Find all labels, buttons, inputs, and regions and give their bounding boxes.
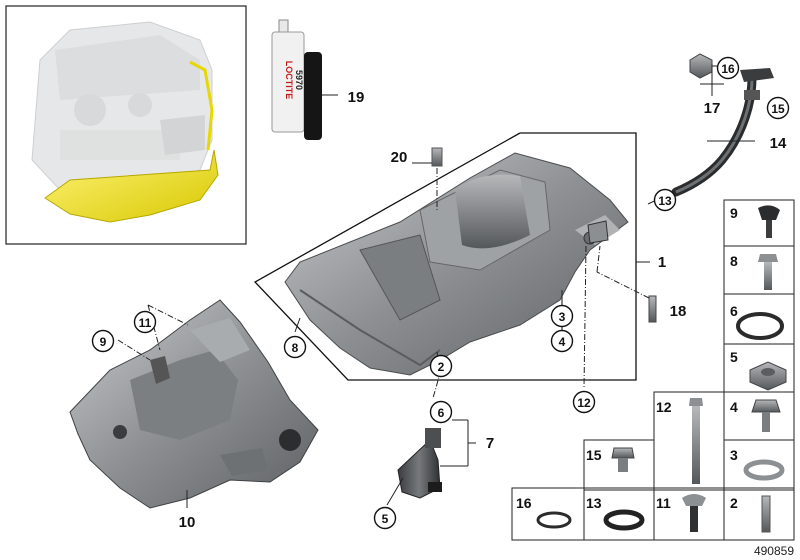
callout-circle xyxy=(283,335,307,359)
callout-1: 1 xyxy=(658,254,666,271)
drain-plug-icon xyxy=(611,447,635,472)
callout-number: 18 xyxy=(670,303,687,320)
callout-4: 4 xyxy=(550,329,574,353)
o-ring-16-icon xyxy=(536,511,572,529)
callout-number: 2 xyxy=(438,360,445,374)
oil-level-sensor xyxy=(397,428,442,499)
callout-number: 13 xyxy=(658,194,672,208)
callout-3: 3 xyxy=(550,304,574,328)
grid-label-2: 2 xyxy=(730,495,738,511)
callout-number: 15 xyxy=(771,102,785,116)
callout-circle xyxy=(550,329,574,353)
grid-label-9: 9 xyxy=(730,205,738,221)
push-rivet-icon xyxy=(758,205,780,238)
callout-circle xyxy=(429,354,453,378)
tube-brand-text: LOCTITE xyxy=(284,61,294,100)
callout-10: 10 xyxy=(179,514,196,531)
oil-pan xyxy=(284,149,629,376)
callout-2: 2 xyxy=(429,354,453,378)
grid-label-6: 6 xyxy=(730,303,738,319)
grid-label-15: 15 xyxy=(586,447,602,463)
grid-label-12: 12 xyxy=(656,399,672,415)
callout-19: 19 xyxy=(348,89,365,106)
grid-label-13: 13 xyxy=(586,495,602,511)
callout-number: 8 xyxy=(292,341,299,355)
oil-pan-frame xyxy=(253,132,637,381)
callout-number: 16 xyxy=(721,62,735,76)
callout-number: 3 xyxy=(559,310,566,324)
engine-block-ghost xyxy=(31,21,213,191)
hex-bolt-icon xyxy=(751,399,781,432)
grid-label-5: 5 xyxy=(730,349,738,365)
callout-11: 11 xyxy=(133,310,157,334)
callout-9: 9 xyxy=(91,329,115,353)
oil-pan-highlight xyxy=(44,60,219,223)
callout-circle xyxy=(133,310,157,334)
callout-circle xyxy=(373,506,397,530)
tube-code-text: 5970 xyxy=(294,70,304,90)
callout-number: 14 xyxy=(770,135,787,152)
callout-13: 13 xyxy=(653,188,677,212)
callout-number: 7 xyxy=(486,435,494,452)
callout-circle xyxy=(429,400,453,424)
stud-2-icon xyxy=(761,495,771,533)
callout-number: 12 xyxy=(577,396,591,410)
callout-7: 7 xyxy=(486,435,494,452)
grommet-13 xyxy=(587,220,609,244)
callout-5: 5 xyxy=(373,506,397,530)
underbody-shield xyxy=(69,299,319,509)
dipstick-cap xyxy=(689,53,713,79)
callout-number: 20 xyxy=(391,149,408,166)
callout-number: 19 xyxy=(348,89,365,106)
grid-label-16: 16 xyxy=(516,495,532,511)
callout-circle xyxy=(653,188,677,212)
sealant-tube: LOCTITE 5970 xyxy=(271,19,322,140)
callout-16: 16 xyxy=(716,56,740,80)
callout-6: 6 xyxy=(429,400,453,424)
callout-number: 4 xyxy=(559,335,566,349)
callout-15: 15 xyxy=(766,96,790,120)
callout-circle xyxy=(766,96,790,120)
fastener-grid: 9 8 6 5 4 3 2 12 15 xyxy=(511,199,795,541)
callout-number: 11 xyxy=(139,316,152,330)
flange-bolt-icon xyxy=(758,254,778,290)
stud-20 xyxy=(431,147,443,167)
callout-8: 8 xyxy=(283,335,307,359)
callout-18: 18 xyxy=(670,303,687,320)
callout-number: 9 xyxy=(100,335,107,349)
callout-circle xyxy=(550,304,574,328)
engine-overview-inset xyxy=(5,5,247,245)
callout-circle xyxy=(572,390,596,414)
washer-3-icon xyxy=(743,459,785,481)
callout-12: 12 xyxy=(572,390,596,414)
callout-circle xyxy=(91,329,115,353)
seal-ring-6-icon xyxy=(736,312,784,340)
callout-20: 20 xyxy=(391,149,408,166)
grid-label-4: 4 xyxy=(730,399,738,415)
grid-label-3: 3 xyxy=(730,447,738,463)
hex-nut-icon xyxy=(749,361,787,391)
callout-number: 5 xyxy=(382,512,389,526)
callout-number: 10 xyxy=(179,514,196,531)
diagram-id: 490859 xyxy=(753,544,794,558)
callout-17: 17 xyxy=(704,100,721,117)
push-clip-icon xyxy=(682,494,706,532)
grid-label-8: 8 xyxy=(730,253,738,269)
callout-number: 1 xyxy=(658,254,666,271)
callout-number: 17 xyxy=(704,100,721,117)
dipstick-tube xyxy=(671,68,774,197)
callout-14: 14 xyxy=(770,135,787,152)
callout-circle xyxy=(716,56,740,80)
grid-label-11: 11 xyxy=(656,495,671,511)
stud-18 xyxy=(648,295,657,323)
long-bolt-icon xyxy=(689,398,703,484)
callout-number: 6 xyxy=(438,406,445,420)
o-ring-13-icon xyxy=(603,509,645,531)
